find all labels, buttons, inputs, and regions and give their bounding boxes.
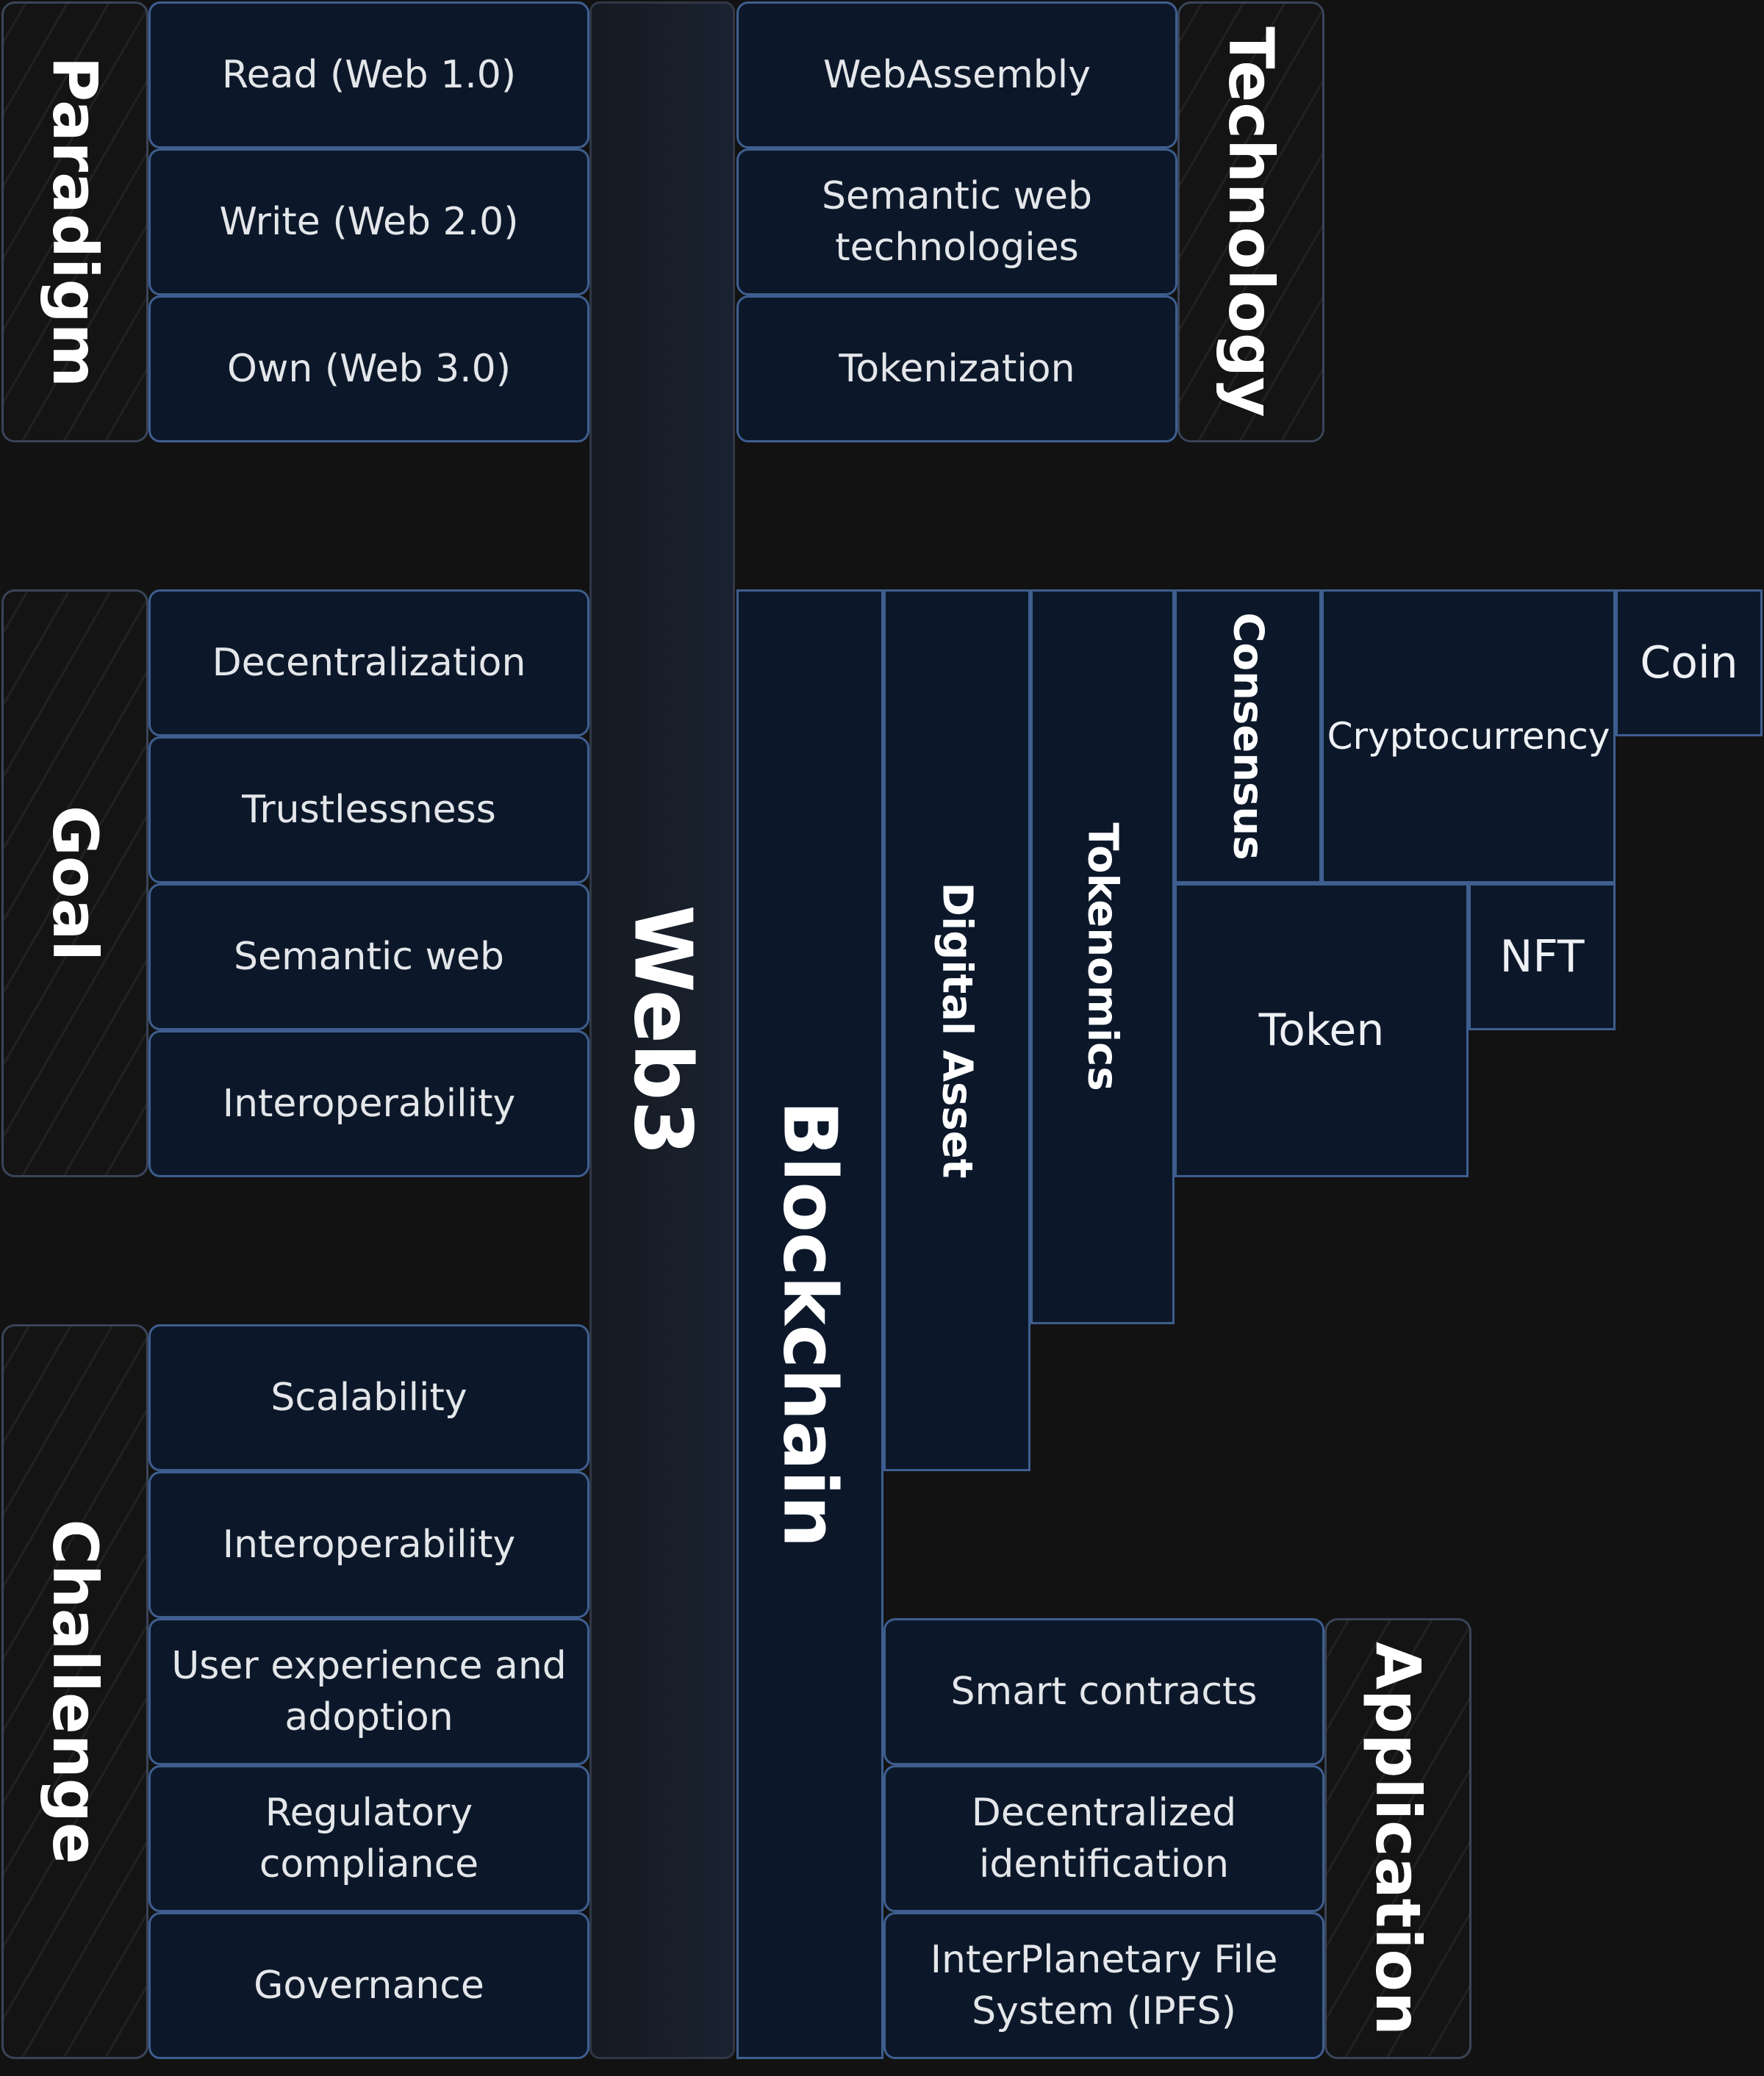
application-item: Decentralized identification	[883, 1765, 1324, 1912]
application-item: Smart contracts	[883, 1618, 1324, 1765]
challenge-item: Governance	[148, 1912, 589, 2059]
paradigm-category: Paradigm	[1, 1, 148, 442]
goal-item: Decentralization	[148, 589, 589, 736]
goal-item: Interoperability	[148, 1030, 589, 1177]
technology-label: Technology	[1215, 26, 1287, 417]
nft-cell: NFT	[1469, 883, 1616, 1030]
tokenomics-column: Tokenomics	[1030, 589, 1175, 1324]
paradigm-label: Paradigm	[39, 56, 111, 388]
goal-item: Trustlessness	[148, 736, 589, 883]
application-label: Application	[1362, 1642, 1434, 2036]
token-cell: Token	[1175, 883, 1469, 1177]
application-category: Application	[1324, 1618, 1471, 2059]
coin-cell: Coin	[1616, 589, 1763, 736]
paradigm-item: Own (Web 3.0)	[148, 295, 589, 442]
challenge-item: Scalability	[148, 1324, 589, 1471]
consensus-cell: Consensus	[1175, 589, 1322, 883]
paradigm-item: Read (Web 1.0)	[148, 1, 589, 148]
goal-label: Goal	[39, 805, 111, 962]
technology-item: Tokenization	[736, 295, 1177, 442]
challenge-label: Challenge	[39, 1519, 111, 1864]
technology-item: Semantic web technologies	[736, 148, 1177, 295]
paradigm-item: Write (Web 2.0)	[148, 148, 589, 295]
application-item: InterPlanetary File System (IPFS)	[883, 1912, 1324, 2059]
digital-asset-column: Digital Asset	[883, 589, 1030, 1471]
technology-item: WebAssembly	[736, 1, 1177, 148]
challenge-category: Challenge	[1, 1324, 148, 2059]
challenge-item: User experience and adoption	[148, 1618, 589, 1765]
digital-asset-label: Digital Asset	[933, 882, 981, 1179]
challenge-item: Regulatory compliance	[148, 1765, 589, 1912]
goal-item: Semantic web	[148, 883, 589, 1030]
blockchain-column: Blockchain	[736, 589, 883, 2059]
challenge-item: Interoperability	[148, 1471, 589, 1618]
goal-category: Goal	[1, 589, 148, 1177]
web3-hub: Web3	[589, 1, 735, 2059]
consensus-label: Consensus	[1224, 612, 1272, 861]
web3-label: Web3	[616, 905, 709, 1156]
technology-category: Technology	[1177, 1, 1324, 442]
blockchain-label: Blockchain	[767, 1100, 853, 1548]
cryptocurrency-cell: Cryptocurrency	[1322, 589, 1616, 883]
tokenomics-label: Tokenomics	[1078, 822, 1127, 1091]
